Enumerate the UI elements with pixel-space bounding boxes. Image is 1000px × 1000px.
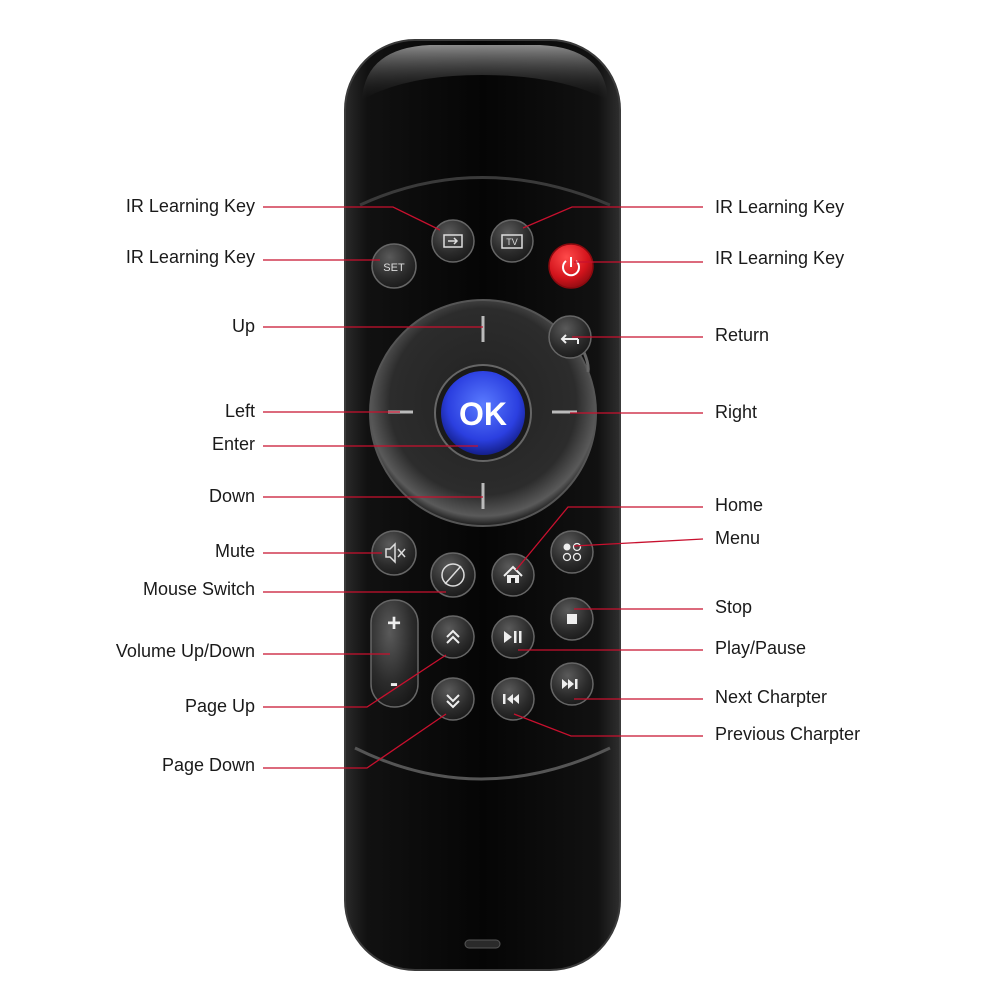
label-play-pause: Play/Pause [715,638,807,658]
label-page-down: Page Down [161,755,255,775]
bottom-slot [464,939,501,949]
play-pause-icon [504,631,522,643]
label-stop: Stop [715,597,753,617]
leader-previous [513,713,703,737]
page-up-icon [446,629,460,644]
mute-button[interactable] [371,530,417,576]
label-volume-up-down: Volume Up/Down [115,641,255,661]
page-up-button[interactable] [431,615,475,659]
svg-text:TV: TV [506,237,518,247]
leader-lines-right [513,206,704,737]
previous-chapter-icon [503,694,519,704]
leader-page-up [263,654,447,708]
label-down: Down [208,486,255,506]
label-previous-charpter: Previous Charpter [715,724,861,744]
menu-icon [562,542,582,562]
leader-ir-learning-1 [263,206,441,231]
label-left: Left [224,401,255,421]
tv-button[interactable]: TV [490,219,534,263]
home-icon [503,565,523,583]
label-page-up: Page Up [184,696,255,716]
stop-button[interactable] [550,597,594,641]
previous-chapter-button[interactable] [491,677,535,721]
leader-page-down [263,713,447,769]
mouse-switch-icon [441,563,465,587]
leader-menu [573,538,704,547]
stop-icon [567,614,577,624]
return-icon [560,334,579,344]
label-return: Return [715,325,770,345]
volume-up-symbol[interactable]: + [387,610,401,637]
label-menu: Menu [715,528,761,548]
label-up: Up [231,316,255,336]
label-mouse-switch: Mouse Switch [142,579,255,599]
ok-button-label: OK [459,396,507,432]
page-down-button[interactable] [431,677,475,721]
label-ir-learning-key-4: IR Learning Key [715,248,845,268]
label-home: Home [715,495,764,515]
home-button[interactable] [491,553,535,597]
upper-groove [359,176,611,207]
volume-down-symbol[interactable]: - [390,670,398,697]
return-button[interactable] [548,315,592,359]
label-ir-learning-key-1: IR Learning Key [125,196,255,216]
leader-lines-left [263,206,483,769]
label-ir-learning-key-3: IR Learning Key [715,197,845,217]
menu-button[interactable] [550,530,594,574]
tv-icon: TV [501,234,523,249]
leader-ir-learning-3 [522,206,703,229]
mouse-switch-button[interactable] [430,552,476,598]
top-shine [362,45,608,100]
label-ir-learning-key-2: IR Learning Key [125,247,255,267]
power-button[interactable] [548,243,594,289]
next-chapter-button[interactable] [550,662,594,706]
mute-icon [385,542,406,564]
input-source-button[interactable] [431,219,475,263]
label-next-charpter: Next Charpter [715,687,828,707]
page-down-icon [446,694,460,709]
label-enter: Enter [211,434,255,454]
leader-home [515,506,703,571]
input-source-icon [443,234,463,248]
label-right: Right [715,402,758,422]
ok-button[interactable] [441,371,525,455]
set-button[interactable]: SET [371,243,417,289]
label-mute: Mute [214,541,255,561]
next-chapter-icon [562,679,578,689]
lower-groove [354,746,611,781]
set-button-label: SET [383,262,405,274]
power-icon [562,257,580,277]
play-pause-button[interactable] [491,615,535,659]
